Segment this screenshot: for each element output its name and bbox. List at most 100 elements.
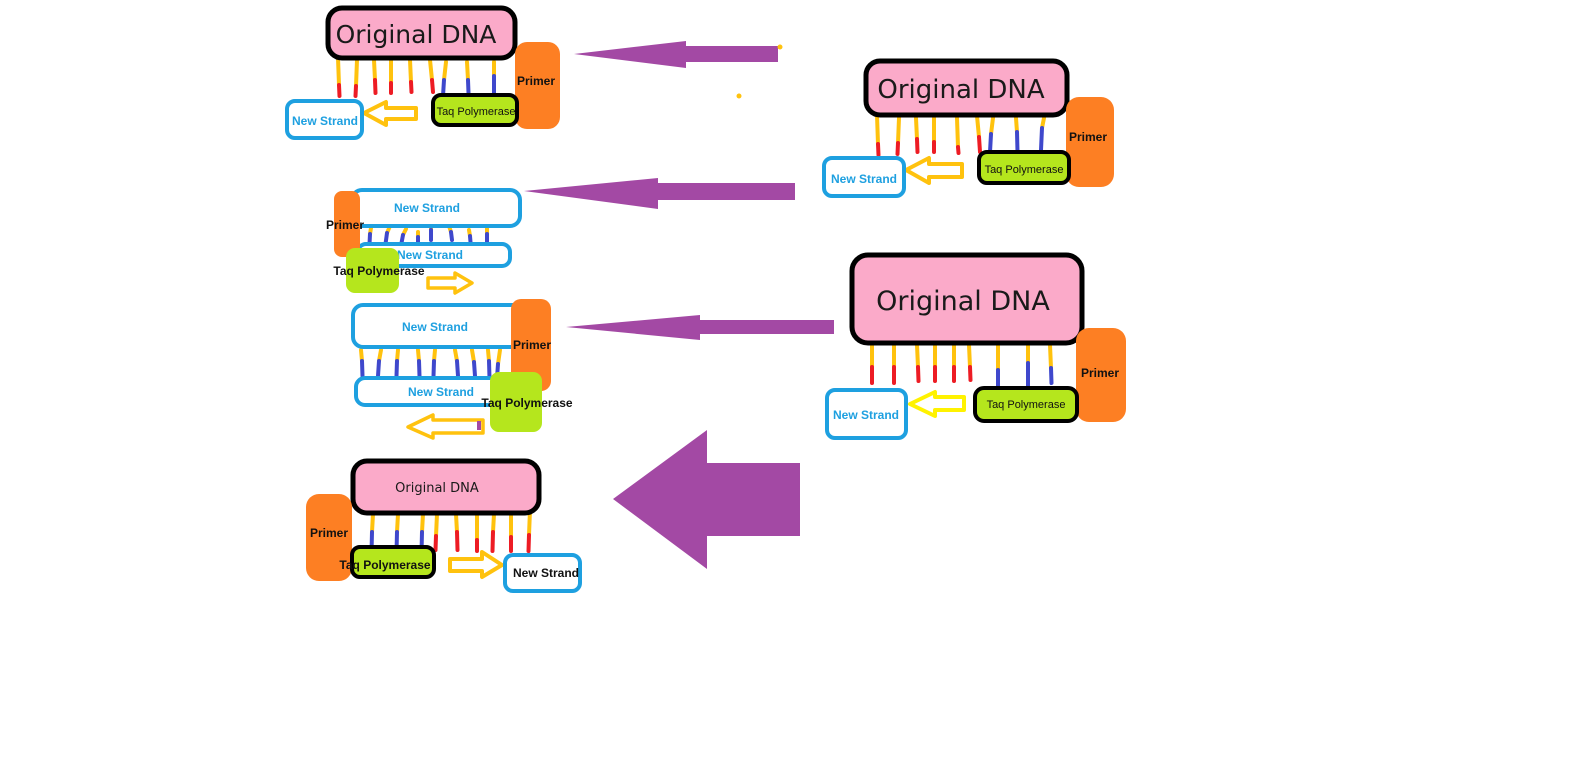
panel-right-top: Original DNA Primer Taq Polymerase New S… bbox=[822, 58, 1114, 198]
base-yellow bbox=[1014, 116, 1019, 134]
yellow-arrow-left-icon bbox=[904, 156, 964, 185]
taq-polymerase-label: Taq Polymerase bbox=[437, 106, 516, 118]
base-red bbox=[409, 80, 414, 94]
base-blue bbox=[466, 78, 471, 95]
base-yellow bbox=[428, 58, 434, 82]
base-red bbox=[895, 141, 900, 156]
base-yellow bbox=[875, 113, 880, 146]
purple-mark bbox=[477, 421, 481, 430]
base-blue bbox=[455, 359, 460, 378]
base-red bbox=[526, 533, 531, 553]
base-yellow bbox=[372, 58, 377, 82]
base-blue bbox=[1015, 130, 1020, 154]
base-yellow bbox=[975, 114, 981, 139]
base-blue bbox=[1049, 366, 1054, 385]
original-dna-label: Original DNA bbox=[876, 286, 1050, 317]
panel-left-third: New Strand New Strand Primer Taq Polymer… bbox=[351, 299, 573, 440]
base-yellow bbox=[395, 512, 400, 534]
base-yellow bbox=[955, 116, 960, 149]
panel-right-middle: Original DNA Primer Taq Polymerase New S… bbox=[825, 252, 1126, 440]
base-yellow bbox=[967, 343, 972, 369]
panel-left-bottom: Original DNA Primer Taq Polymerase New S… bbox=[306, 458, 582, 593]
base-yellow bbox=[915, 343, 920, 369]
original-dna-box bbox=[863, 58, 1070, 118]
taq-polymerase-label: Taq Polymerase bbox=[333, 264, 424, 278]
taq-polymerase-block bbox=[973, 386, 1079, 423]
yellow-arrow-right-icon bbox=[448, 550, 504, 579]
purple-arrow-left-icon bbox=[613, 430, 800, 569]
purple-arrow-left-icon bbox=[524, 178, 795, 209]
base-yellow bbox=[1048, 343, 1053, 370]
base-yellow bbox=[454, 512, 459, 534]
primer-label: Primer bbox=[517, 74, 555, 88]
new-strand-label: New Strand bbox=[397, 248, 463, 262]
primer-block bbox=[515, 42, 560, 129]
base-red bbox=[915, 137, 920, 154]
base-yellow bbox=[420, 512, 425, 534]
base-pairs bbox=[367, 224, 489, 246]
base-yellow bbox=[442, 60, 448, 82]
new-strand-label: New Strand bbox=[408, 385, 474, 399]
base-yellow bbox=[491, 512, 496, 534]
base-red bbox=[337, 83, 342, 98]
primer-block bbox=[334, 191, 360, 257]
yellow-dot bbox=[736, 93, 742, 99]
panel-left-second: New Strand New Strand Primer Taq Polymer… bbox=[326, 188, 522, 295]
base-pairs bbox=[875, 113, 1046, 157]
primer-label: Primer bbox=[1069, 130, 1107, 144]
base-red bbox=[433, 534, 438, 552]
base-red bbox=[956, 145, 961, 155]
new-strand-label: New Strand bbox=[513, 566, 579, 580]
base-blue bbox=[394, 359, 399, 378]
primer-block bbox=[1066, 97, 1114, 187]
base-yellow bbox=[989, 116, 995, 136]
primer-label: Primer bbox=[1081, 366, 1119, 380]
base-yellow bbox=[896, 116, 901, 145]
new-strand-label: New Strand bbox=[292, 114, 358, 128]
taq-polymerase-block bbox=[431, 93, 519, 127]
base-red bbox=[455, 530, 460, 552]
primer-block bbox=[1076, 328, 1126, 422]
base-yellow bbox=[465, 60, 470, 82]
yellow-arrow-left-icon bbox=[362, 100, 418, 127]
yellow-dot bbox=[777, 44, 783, 50]
new-strand-box bbox=[825, 388, 908, 440]
new-strand-box bbox=[503, 553, 582, 593]
base-yellow bbox=[914, 116, 919, 141]
base-pairs bbox=[870, 343, 1054, 390]
base-red bbox=[916, 365, 921, 383]
base-blue bbox=[360, 359, 365, 378]
taq-polymerase-label: Taq Polymerase bbox=[481, 396, 572, 410]
base-yellow bbox=[354, 58, 359, 88]
new-strand-label: New Strand bbox=[831, 172, 897, 186]
base-blue bbox=[417, 359, 422, 378]
new-strand-label: New Strand bbox=[394, 201, 460, 215]
base-red bbox=[373, 78, 378, 95]
primer-label: Primer bbox=[310, 526, 348, 540]
new-strand-label: New Strand bbox=[833, 408, 899, 422]
flow-arrows bbox=[524, 41, 834, 569]
base-red bbox=[353, 84, 358, 98]
base-yellow bbox=[336, 56, 341, 87]
original-dna-label: Original DNA bbox=[336, 20, 497, 49]
base-yellow bbox=[470, 348, 476, 364]
purple-arrow-left-icon bbox=[574, 41, 778, 68]
base-yellow bbox=[434, 512, 439, 538]
base-pairs bbox=[336, 56, 496, 98]
base-yellow bbox=[408, 58, 413, 84]
base-yellow bbox=[496, 348, 502, 366]
original-dna-box bbox=[849, 252, 1085, 346]
taq-polymerase-block bbox=[977, 150, 1071, 185]
new-strand-label: New Strand bbox=[402, 320, 468, 334]
panel-top-left: Original DNA Primer Taq Polymerase New S… bbox=[285, 5, 560, 140]
base-yellow bbox=[370, 512, 375, 534]
purple-arrow-left-icon bbox=[566, 315, 834, 340]
yellow-arrow-left-icon bbox=[406, 413, 485, 440]
yellow-arrow-right-icon bbox=[426, 271, 474, 295]
taq-polymerase-label: Taq Polymerase bbox=[339, 558, 430, 572]
base-pairs bbox=[359, 348, 502, 380]
base-blue bbox=[376, 359, 381, 378]
base-blue bbox=[431, 359, 436, 378]
taq-polymerase-block bbox=[346, 248, 399, 293]
